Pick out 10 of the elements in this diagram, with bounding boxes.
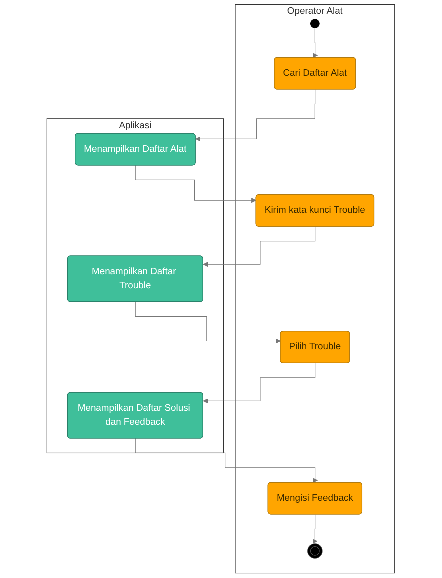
arrow (203, 363, 316, 404)
arrow (135, 302, 281, 344)
arrow (203, 226, 316, 268)
arrow (312, 514, 318, 544)
arrow (135, 165, 257, 204)
arrow (312, 28, 318, 58)
node-circle (310, 19, 320, 29)
arrow (196, 89, 316, 142)
arrow (135, 438, 318, 484)
node-circle (308, 544, 323, 559)
